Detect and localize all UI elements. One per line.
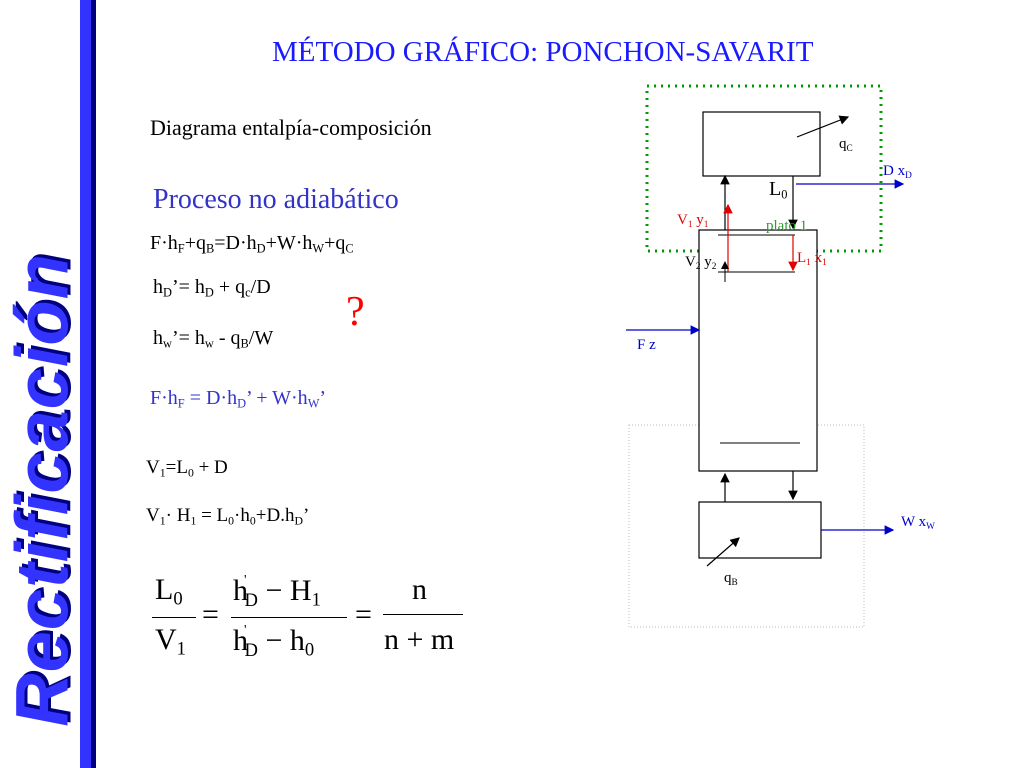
equation-hD-prime: hD’= hD + qc/D [153,276,271,300]
L1-label: L1 x1 [797,250,827,268]
sidebar: Rectificación [0,0,96,768]
bottoms-label: W xW [901,514,935,532]
sidebar-bar [80,0,91,768]
equation-hw-prime: hw’= hw - qB/W [153,327,274,351]
page-title: MÉTODO GRÁFICO: PONCHON-SAVARIT [272,36,814,68]
feed-label: F z [637,337,656,353]
qC-label: qC [839,136,853,154]
reboiler-box [698,501,822,559]
L0-label: L0 [769,178,788,202]
condenser-boundary [645,84,883,253]
plate-1-label: plato 1 [766,218,808,234]
question-mark: ? [346,289,365,335]
section-heading: Proceso no adiabático [153,184,399,215]
equation-modified-balance: F·hF = D·hD’ + W·hW’ [150,387,327,411]
subtitle: Diagrama entalpía-composición [150,115,432,140]
V2-label: V2 y2 [685,254,717,272]
distillate-label: D xD [883,163,912,181]
qB-label: qB [724,570,738,588]
condenser-box [702,111,821,177]
equation-v1h1: V1· H1 = L0·h0+D.hD’ [146,505,310,528]
V1-label: V1 y1 [677,212,709,230]
equation-energy-balance: F·hF+qB=D·hD+W·hW+qC [150,232,354,256]
equation-v1: V1=L0 + D [146,457,228,480]
